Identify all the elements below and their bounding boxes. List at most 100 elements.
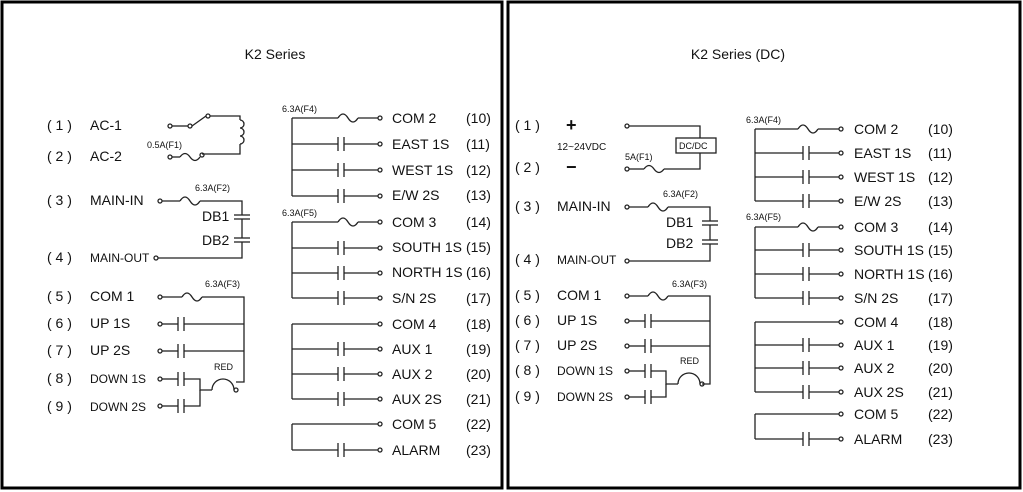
terminal-num: ( 1 ) — [47, 117, 72, 133]
terminal-num: ( 1 ) — [515, 117, 540, 133]
terminal-label: EAST 1S — [854, 145, 911, 161]
terminal-label: COM 1 — [557, 287, 602, 303]
terminal-label: AUX 1 — [392, 341, 433, 357]
terminal-label: ALARM — [392, 442, 440, 458]
dcdc-module-box — [675, 137, 717, 154]
fuse-f1-label: 0.5A(F1) — [147, 140, 182, 150]
terminal-num: ( 6 ) — [515, 312, 540, 328]
terminal-num: ( 9 ) — [515, 388, 540, 404]
panel-k2dc-border — [506, 0, 1022, 490]
panel-k2-border — [0, 0, 504, 490]
terminal-num: ( 3 ) — [515, 198, 540, 214]
terminal-label: COM 3 — [392, 214, 437, 230]
panel-k2dc-left-labels: ( 1 ) + ( 2 ) − 12~24VDC ( 3 ) MAIN-IN (… — [515, 115, 617, 404]
terminal-label: MAIN-OUT — [90, 251, 150, 265]
terminal-num: ( 9 ) — [47, 398, 72, 414]
fuse-f1-label: 5A(F1) — [625, 152, 653, 162]
panel-k2-right-wiring — [291, 113, 383, 457]
terminal-label: DOWN 1S — [90, 372, 146, 386]
panel-k2-right-labels: COM 2 (10) EAST 1S (11) WEST 1S (12) E/W… — [282, 104, 491, 458]
db2-label: DB2 — [666, 235, 693, 251]
terminal-label: MAIN-OUT — [557, 253, 617, 267]
terminal-num: (21) — [928, 384, 953, 400]
terminal-num: (11) — [928, 145, 952, 161]
red-label: RED — [680, 356, 700, 366]
db1-label: DB1 — [666, 214, 693, 230]
terminal-label: COM 4 — [392, 316, 437, 332]
terminal-num: (20) — [928, 360, 953, 376]
terminal-num: ( 8 ) — [47, 370, 72, 386]
fuse-f2-label: 6.3A(F2) — [195, 183, 230, 193]
terminal-num: (19) — [928, 337, 953, 353]
panel-k2dc-right-labels: COM 2 (10) EAST 1S (11) WEST 1S (12) E/W… — [746, 115, 953, 447]
terminal-num: ( 7 ) — [47, 342, 72, 358]
terminal-label: ALARM — [854, 431, 902, 447]
fuse-f5-label: 6.3A(F5) — [282, 208, 317, 218]
terminal-num: (12) — [466, 162, 491, 178]
terminal-num: ( 3 ) — [47, 192, 72, 208]
terminal-num: (10) — [466, 110, 491, 126]
terminal-num: (23) — [466, 442, 491, 458]
terminal-num: (16) — [466, 264, 491, 280]
terminal-num: (12) — [928, 169, 953, 185]
terminal-num: ( 8 ) — [515, 362, 540, 378]
terminal-label: DOWN 2S — [90, 400, 146, 414]
terminal-label: AUX 2 — [854, 360, 895, 376]
panel-k2-left-labels: ( 1 ) AC-1 ( 2 ) AC-2 ( 3 ) MAIN-IN ( 4 … — [47, 117, 150, 414]
terminal-num: ( 7 ) — [515, 337, 540, 353]
terminal-label: AUX 2S — [392, 391, 442, 407]
dcdc-label: DC/DC — [679, 141, 708, 151]
fuse-f5-label: 6.3A(F5) — [746, 212, 781, 222]
terminal-label: WEST 1S — [854, 169, 915, 185]
terminal-label: COM 2 — [392, 110, 437, 126]
terminal-num: (22) — [466, 416, 491, 432]
panel-k2dc-right-wiring — [754, 124, 844, 446]
terminal-label: DOWN 2S — [557, 390, 613, 404]
panel-k2dc-title: K2 Series (DC) — [691, 46, 785, 62]
terminal-num: (15) — [466, 239, 491, 255]
terminal-num: ( 5 ) — [47, 288, 72, 304]
terminal-label: COM 3 — [854, 219, 899, 235]
terminal-num: (10) — [928, 121, 953, 137]
terminal-label: − — [566, 157, 577, 177]
terminal-label: AUX 2S — [854, 384, 904, 400]
fuse-f4-label: 6.3A(F4) — [746, 115, 781, 125]
terminal-label: E/W 2S — [392, 187, 439, 203]
fuse-f2-label: 6.3A(F2) — [663, 189, 698, 199]
terminal-num: (13) — [466, 187, 491, 203]
terminal-num: (14) — [466, 214, 491, 230]
terminal-label: SOUTH 1S — [854, 242, 924, 258]
terminal-num: ( 6 ) — [47, 315, 72, 331]
terminal-label: UP 1S — [557, 312, 597, 328]
terminal-num: (11) — [466, 136, 490, 152]
terminal-num: (14) — [928, 219, 953, 235]
terminal-num: ( 4 ) — [515, 251, 540, 267]
terminal-label: UP 2S — [557, 337, 597, 353]
terminal-label: MAIN-IN — [90, 192, 144, 208]
terminal-num: (18) — [466, 316, 491, 332]
terminal-label: COM 1 — [90, 288, 135, 304]
db2-label: DB2 — [202, 232, 229, 248]
fuse-f3-label: 6.3A(F3) — [205, 279, 240, 289]
terminal-num: (15) — [928, 242, 953, 258]
voltage-label: 12~24VDC — [557, 142, 606, 153]
terminal-num: (17) — [466, 290, 491, 306]
terminal-label: AUX 1 — [854, 337, 895, 353]
terminal-label: EAST 1S — [392, 136, 449, 152]
terminal-num: ( 2 ) — [47, 148, 72, 164]
terminal-num: ( 5 ) — [515, 287, 540, 303]
terminal-num: (18) — [928, 314, 953, 330]
terminal-label: COM 5 — [854, 406, 899, 422]
terminal-label: NORTH 1S — [854, 266, 925, 282]
terminal-label: WEST 1S — [392, 162, 453, 178]
red-label: RED — [214, 362, 234, 372]
terminal-num: (17) — [928, 290, 953, 306]
terminal-num: (16) — [928, 266, 953, 282]
terminal-label: MAIN-IN — [557, 198, 611, 214]
terminal-num: (13) — [928, 193, 953, 209]
terminal-num: ( 4 ) — [47, 249, 72, 265]
terminal-label: UP 2S — [90, 342, 130, 358]
panel-k2-left-wiring: 0.5A(F1) 6.3A(F2) DB1 DB2 6.3A(F3) — [147, 113, 250, 413]
terminal-label: UP 1S — [90, 315, 130, 331]
